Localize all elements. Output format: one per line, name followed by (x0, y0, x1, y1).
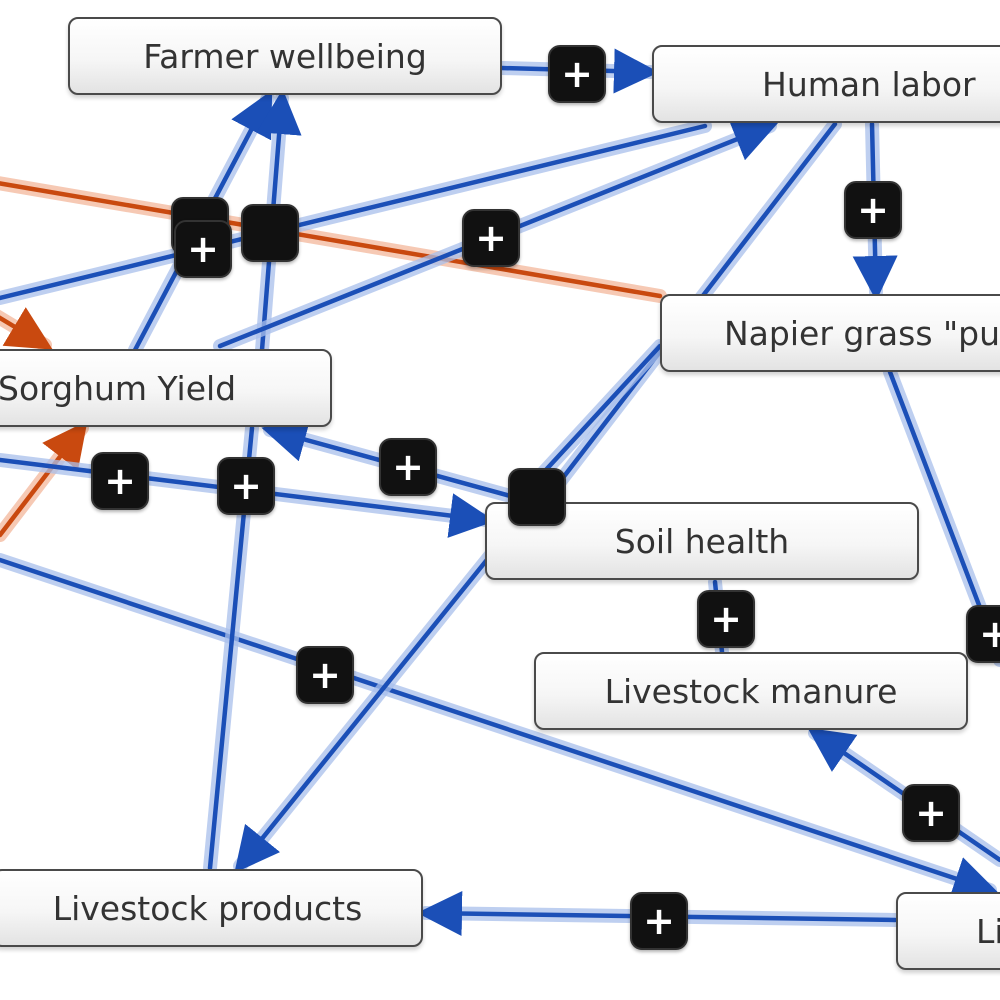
node-label: Napier grass "pu (724, 313, 1000, 353)
polarity-badge[interactable]: + (462, 209, 520, 267)
node-livestock-products[interactable]: Livestock products (0, 869, 423, 947)
negative-link[interactable] (0, 420, 88, 538)
polarity-badge[interactable]: + (91, 452, 149, 510)
negative-link[interactable] (0, 307, 53, 350)
node-label: Sorghum Yield (0, 368, 237, 408)
polarity-badge[interactable]: + (902, 784, 960, 842)
polarity-badge[interactable]: + (844, 181, 902, 239)
polarity-badge[interactable] (241, 204, 299, 262)
positive-link[interactable] (0, 123, 708, 301)
node-human-labor[interactable]: Human labor (652, 45, 1000, 123)
polarity-badge[interactable]: + (379, 438, 437, 496)
node-label: Soil health (614, 521, 790, 561)
node-label: Livestock products (52, 888, 363, 928)
polarity-badge[interactable]: + (630, 892, 688, 950)
polarity-badge[interactable]: + (174, 220, 232, 278)
polarity-badge[interactable]: + (296, 646, 354, 704)
polarity-badge[interactable]: + (966, 605, 1000, 663)
polarity-badge[interactable]: + (548, 45, 606, 103)
node-label: Li (976, 911, 1000, 951)
node-sorghum-yield[interactable]: Sorghum Yield (0, 349, 332, 427)
polarity-badge[interactable] (508, 468, 566, 526)
node-label: Farmer wellbeing (143, 36, 427, 76)
node-label: Human labor (762, 64, 976, 104)
positive-link[interactable] (0, 557, 999, 900)
node-napier-grass[interactable]: Napier grass "pu (660, 294, 1000, 372)
node-livestock-clipped[interactable]: Li (896, 892, 1000, 970)
polarity-badge[interactable]: + (217, 457, 275, 515)
positive-link[interactable] (234, 553, 493, 874)
negative-link[interactable] (0, 180, 663, 299)
node-livestock-manure[interactable]: Livestock manure (534, 652, 968, 730)
node-label: Livestock manure (604, 671, 898, 711)
node-farmer-wellbeing[interactable]: Farmer wellbeing (68, 17, 502, 95)
polarity-badge[interactable]: + (697, 590, 755, 648)
